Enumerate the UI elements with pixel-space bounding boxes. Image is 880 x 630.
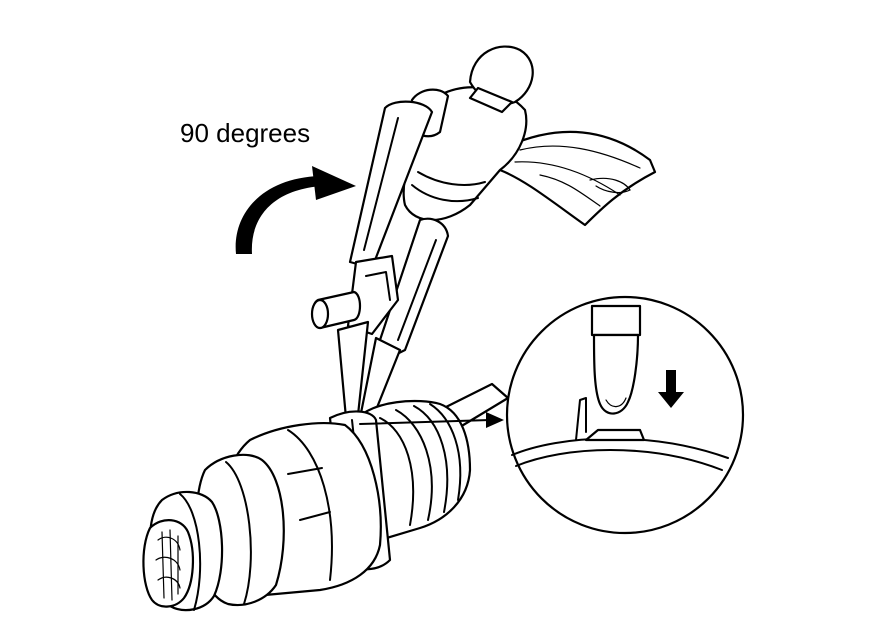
clamp-pliers (310, 100, 450, 422)
down-arrow-icon (658, 370, 684, 408)
leader-arrow-icon (359, 412, 504, 428)
hammer (402, 45, 657, 227)
detail-inset (505, 295, 745, 535)
curved-arrow-icon (235, 166, 356, 254)
rotation-label: 90 degrees (180, 118, 310, 148)
cv-joint-housing (142, 399, 472, 612)
